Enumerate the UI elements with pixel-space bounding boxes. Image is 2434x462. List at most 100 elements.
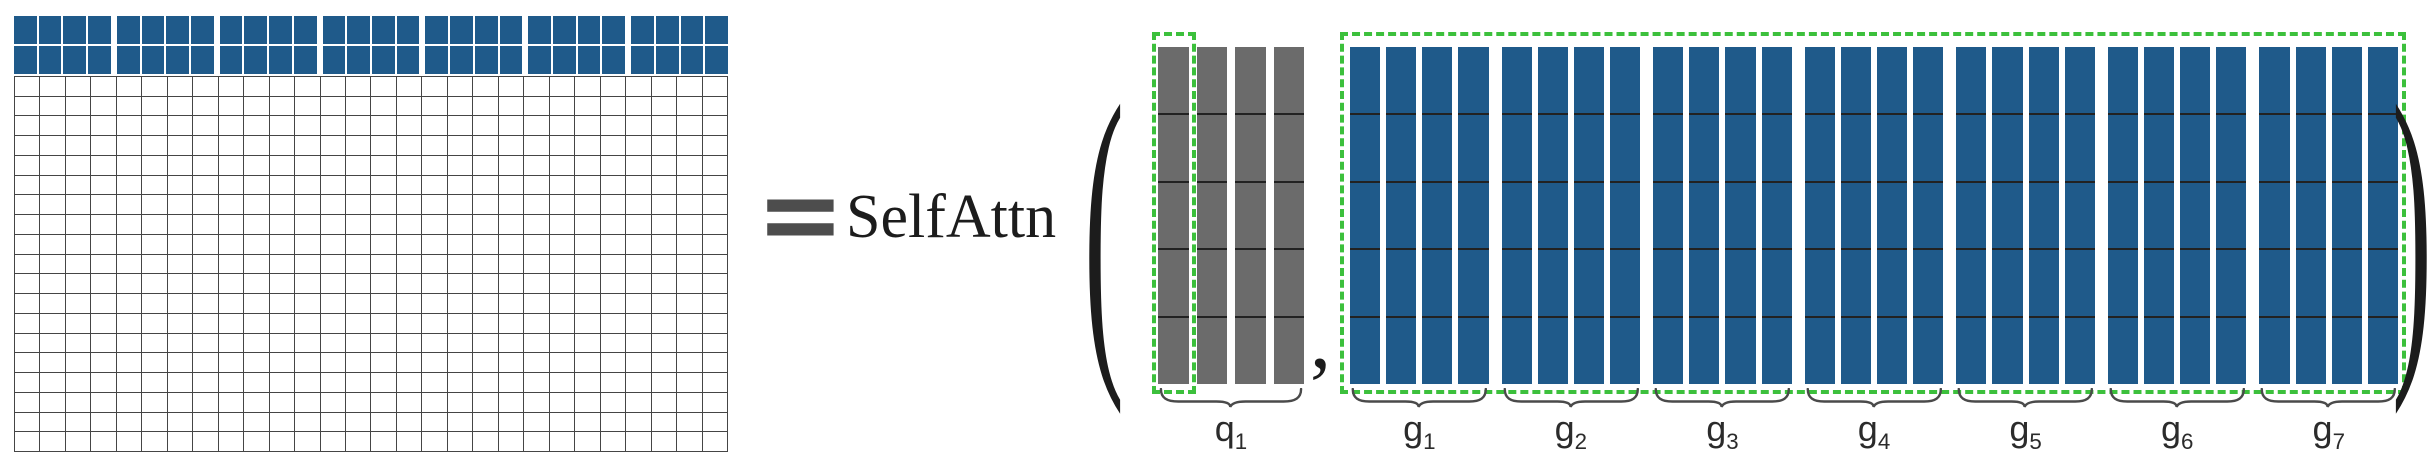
output-empty-cell bbox=[498, 175, 524, 195]
kv-cell bbox=[2332, 47, 2362, 113]
output-empty-cell bbox=[244, 195, 269, 215]
output-empty-cell bbox=[626, 412, 651, 432]
output-empty-cell bbox=[65, 274, 91, 294]
kv-cell bbox=[2216, 180, 2247, 249]
output-empty-cell bbox=[142, 392, 167, 412]
output-empty-cell bbox=[549, 274, 575, 294]
kv-cell bbox=[1956, 180, 1987, 249]
output-empty-cell bbox=[447, 432, 473, 451]
output-empty-cell bbox=[600, 234, 626, 254]
kv-cell bbox=[2367, 112, 2399, 181]
output-empty-cell bbox=[91, 353, 116, 373]
output-empty-cell bbox=[498, 313, 524, 333]
output-empty-cell bbox=[40, 313, 65, 333]
kv-cell bbox=[1689, 180, 1720, 249]
output-empty-cell bbox=[116, 155, 142, 175]
output-empty-cell bbox=[371, 195, 396, 215]
output-filled-cell bbox=[371, 16, 395, 44]
output-empty-cell bbox=[269, 313, 295, 333]
output-empty-cell bbox=[549, 254, 575, 274]
output-empty-cell bbox=[651, 373, 677, 392]
output-empty-cell bbox=[269, 294, 295, 313]
output-empty-cell bbox=[651, 234, 677, 254]
output-empty-cell bbox=[244, 215, 269, 234]
output-filled-cell bbox=[116, 16, 140, 44]
output-empty-cell bbox=[626, 313, 651, 333]
underbrace-with-label: g4 bbox=[1805, 388, 1944, 455]
output-filled-cell bbox=[631, 46, 654, 74]
output-empty-cell bbox=[295, 392, 320, 412]
output-empty-cell bbox=[422, 116, 447, 136]
output-empty-cell bbox=[142, 432, 167, 451]
kv-column bbox=[1350, 47, 1381, 384]
output-empty-cell bbox=[65, 77, 91, 96]
kv-cell bbox=[1725, 47, 1755, 113]
output-empty-cell bbox=[116, 392, 142, 412]
output-empty-cell bbox=[524, 175, 549, 195]
output-empty-cell bbox=[626, 333, 651, 353]
underbrace-with-label: q1 bbox=[1158, 388, 1304, 455]
output-empty-cell bbox=[244, 136, 269, 155]
query-cell bbox=[1235, 47, 1266, 113]
output-empty-cell bbox=[91, 392, 116, 412]
output-empty-cell bbox=[320, 392, 346, 412]
output-empty-cell bbox=[218, 373, 244, 392]
output-empty-cell bbox=[549, 333, 575, 353]
output-empty-cell bbox=[244, 432, 269, 451]
output-empty-cell bbox=[193, 333, 218, 353]
output-empty-cell bbox=[15, 294, 40, 313]
output-empty-cell bbox=[320, 254, 346, 274]
kv-column bbox=[1422, 47, 1453, 384]
kv-cell bbox=[1877, 316, 1908, 384]
output-empty-cell bbox=[702, 234, 727, 254]
output-empty-cell bbox=[244, 294, 269, 313]
kv-cell bbox=[2367, 248, 2399, 316]
output-empty-cell bbox=[15, 195, 40, 215]
output-empty-cell bbox=[65, 254, 91, 274]
kv-cell bbox=[1610, 180, 1641, 249]
output-empty-cell bbox=[167, 294, 193, 313]
output-empty-cell bbox=[65, 373, 91, 392]
output-empty-cell bbox=[320, 96, 346, 116]
kv-cell bbox=[2108, 47, 2138, 113]
output-empty-cell bbox=[346, 77, 371, 96]
output-empty-cell bbox=[651, 254, 677, 274]
output-empty-cell bbox=[320, 234, 346, 254]
kv-cell bbox=[1913, 47, 1943, 113]
output-empty-cell bbox=[651, 96, 677, 116]
output-empty-cell bbox=[91, 412, 116, 432]
output-empty-cell bbox=[346, 392, 371, 412]
output-empty-cell bbox=[524, 234, 549, 254]
query-column bbox=[1273, 47, 1304, 384]
output-empty-cell bbox=[218, 234, 244, 254]
output-empty-cell bbox=[498, 136, 524, 155]
output-empty-cell bbox=[396, 116, 422, 136]
output-empty-cell bbox=[193, 155, 218, 175]
output-empty-cell bbox=[65, 234, 91, 254]
query-cell bbox=[1158, 47, 1189, 113]
output-empty-cell bbox=[244, 254, 269, 274]
output-empty-cell bbox=[396, 215, 422, 234]
output-empty-cell bbox=[702, 392, 727, 412]
output-empty-cell bbox=[473, 254, 498, 274]
output-empty-cell bbox=[524, 373, 549, 392]
kv-cell bbox=[1992, 47, 2022, 113]
kv-cell bbox=[2216, 316, 2247, 384]
output-empty-cell bbox=[498, 412, 524, 432]
output-empty-cell bbox=[651, 155, 677, 175]
kv-column bbox=[2028, 47, 2059, 384]
output-empty-cell bbox=[91, 294, 116, 313]
output-empty-cell bbox=[269, 333, 295, 353]
output-empty-cell bbox=[320, 215, 346, 234]
output-empty-cell bbox=[626, 373, 651, 392]
output-empty-cell bbox=[269, 254, 295, 274]
output-empty-cell bbox=[600, 215, 626, 234]
output-empty-cell bbox=[677, 116, 702, 136]
kv-cell bbox=[2295, 180, 2326, 249]
kv-cell bbox=[2107, 180, 2139, 249]
matrix-label: g6 bbox=[2160, 408, 2194, 455]
kv-column bbox=[1537, 47, 1568, 384]
output-empty-cell bbox=[15, 116, 40, 136]
output-empty-cell bbox=[91, 77, 116, 96]
output-empty-cell bbox=[269, 274, 295, 294]
